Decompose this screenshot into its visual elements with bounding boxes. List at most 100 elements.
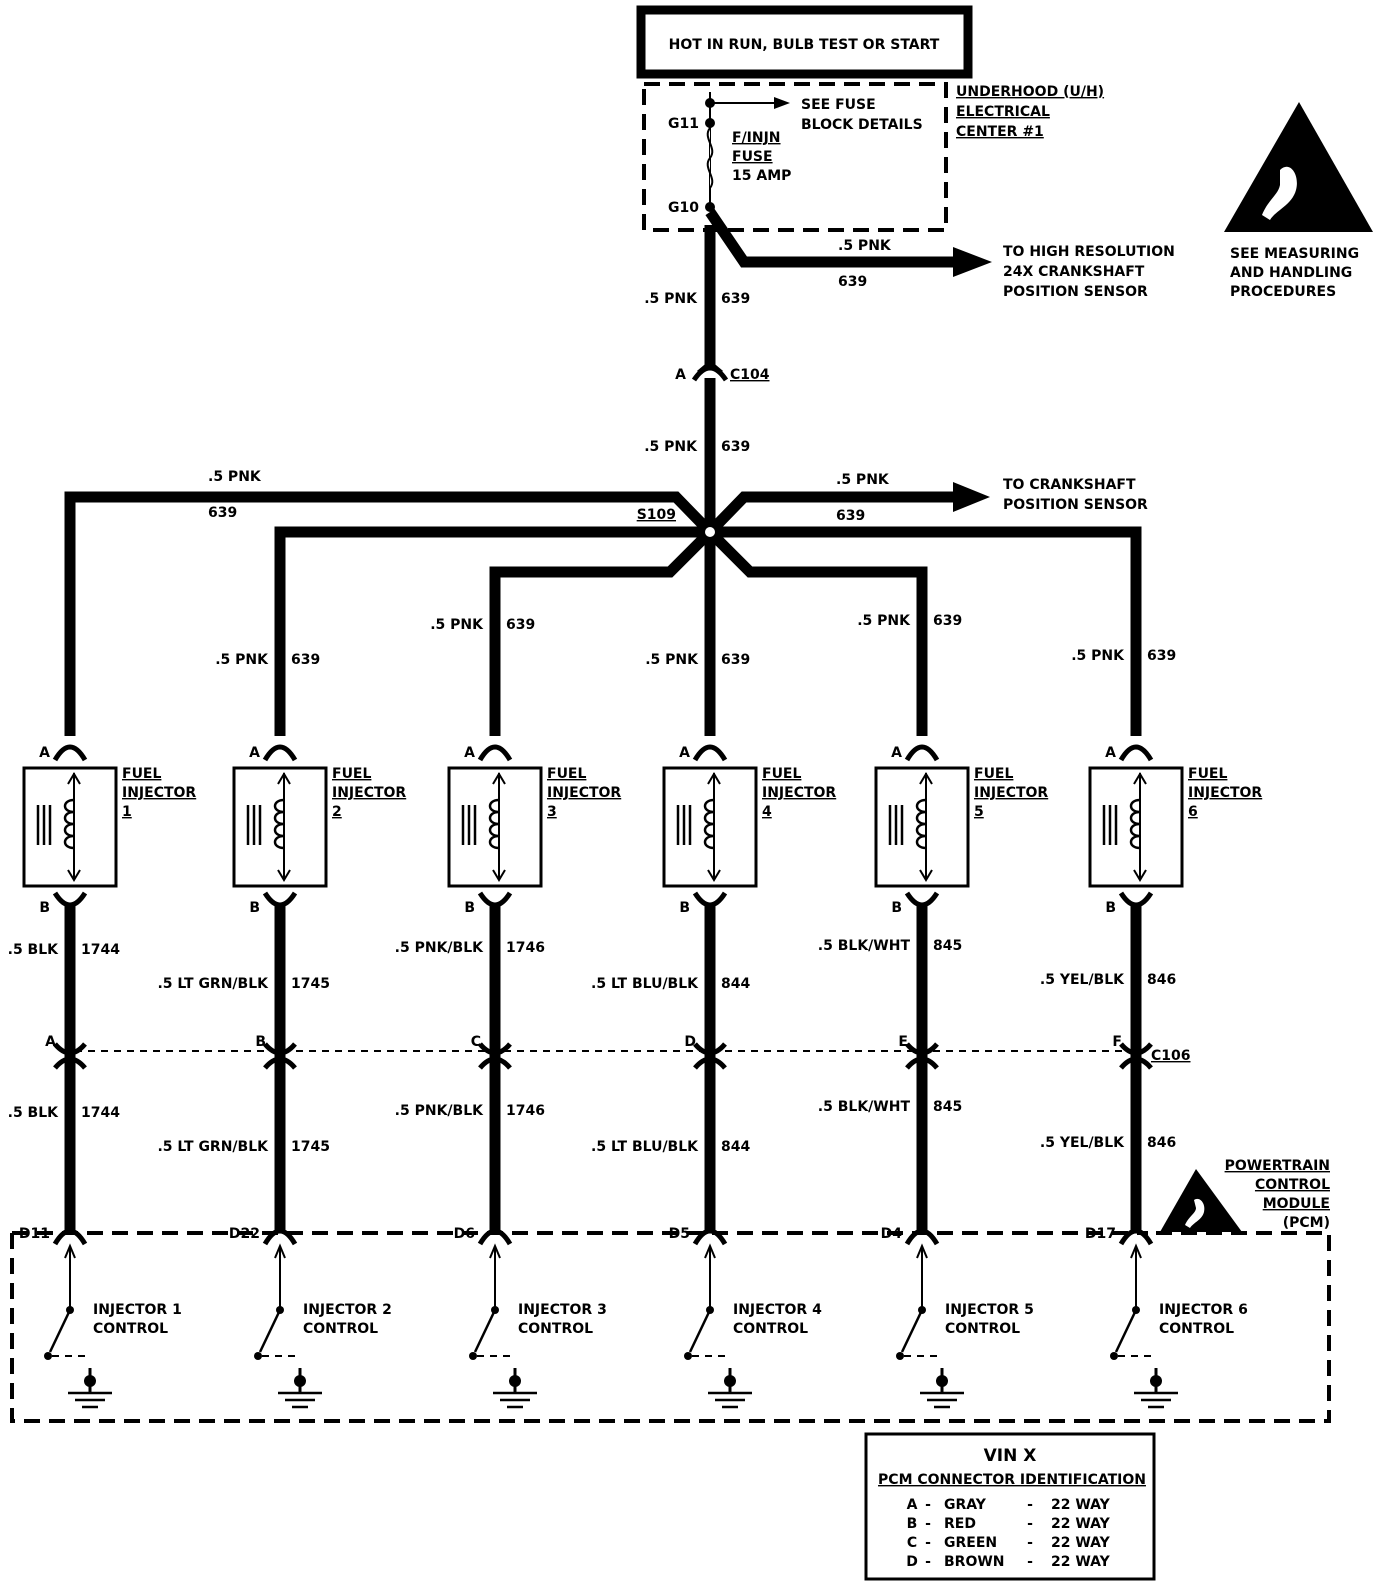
ckp-destination-line1: TO CRANKSHAFT <box>1003 477 1136 493</box>
injector-2-pcm-pin-connector-icon <box>262 1228 298 1246</box>
injector-5-pcm-color: .5 BLK/WHT <box>818 1099 911 1115</box>
injector-6-coil-icon <box>1129 798 1141 850</box>
injector-3-arrow-bottom-icon <box>492 869 506 882</box>
vin-row-separator: - <box>925 1535 931 1551</box>
injector-4-pcm-color: .5 LT BLU/BLK <box>591 1139 699 1155</box>
injector-2-pin-a-label: A <box>249 745 260 761</box>
pin-g10-dot <box>705 202 715 212</box>
injector-4-label-line1: FUEL <box>762 766 801 782</box>
injector-4-pin-a-label: A <box>679 745 690 761</box>
main-feed-upper-color: .5 PNK <box>644 291 698 307</box>
injector-4-arrow-top-icon <box>707 772 721 785</box>
injector-1-pcm-pin-label: D11 <box>19 1226 50 1242</box>
injector-3-switch-contact <box>469 1352 477 1360</box>
injector-2-control-circuit: 1745 <box>291 976 330 992</box>
injector-6-feed-color: .5 PNK <box>1071 648 1125 664</box>
injector-6-switch-blade-icon <box>1114 1309 1138 1353</box>
pcm-title-line1: POWERTRAIN <box>1225 1158 1330 1174</box>
injector-1-label-line3: 1 <box>122 804 132 820</box>
vin-row-code: C <box>907 1535 917 1551</box>
injector-4-c106-connector-icon <box>693 1042 727 1056</box>
injector-1-switch-blade-icon <box>48 1309 72 1353</box>
hires-wire-color: .5 PNK <box>838 238 892 254</box>
main-feed: .5 PNK 639 A C104 .5 PNK 639 <box>644 225 770 522</box>
injector-6-label-line1: FUEL <box>1188 766 1227 782</box>
injector-1-pin-b-label: B <box>39 900 50 916</box>
pcm-module: POWERTRAIN CONTROL MODULE (PCM) <box>10 1158 1331 1423</box>
injector-2-control-label-line1: INJECTOR 2 <box>303 1302 392 1318</box>
injector-2-switch-blade-icon <box>258 1309 282 1353</box>
vin-table-row: B-RED-22 WAY <box>907 1516 1111 1532</box>
injector-5-c106-pin: E <box>898 1034 908 1050</box>
vin-row-ways: 22 WAY <box>1051 1516 1111 1532</box>
injector-4-control-label-line1: INJECTOR 4 <box>733 1302 822 1318</box>
main-feed-lower-circuit: 639 <box>721 439 750 455</box>
header-box-text: HOT IN RUN, BULB TEST OR START <box>669 37 940 53</box>
injector-4-c106-connector-lower-icon <box>693 1056 727 1070</box>
injector-5-feed-circuit: 639 <box>933 613 962 629</box>
injector-5-pcm-circuit: 845 <box>933 1099 962 1115</box>
fuse-block-outline <box>642 82 948 232</box>
injector-4-label-line2: INJECTOR <box>762 785 836 801</box>
see-fuse-text2: BLOCK DETAILS <box>801 117 923 133</box>
vin-row-color: GREEN <box>944 1535 997 1551</box>
injector-4-switch-arrow-icon <box>704 1243 716 1259</box>
injector-1-control-label-line2: CONTROL <box>93 1321 168 1337</box>
fuse-element-icon <box>706 127 714 205</box>
injector-3-label-line3: 3 <box>547 804 557 820</box>
injector-2-coil-icon <box>273 798 285 850</box>
injector-5-label-line2: INJECTOR <box>974 785 1048 801</box>
injector-6-arrow-top-icon <box>1133 772 1147 785</box>
fuse-name-line1: F/INJN <box>732 130 781 146</box>
c104-pin-label: A <box>675 367 686 383</box>
ckp-destination-line2: POSITION SENSOR <box>1003 497 1148 513</box>
vin-row-code: B <box>907 1516 918 1532</box>
injector-5-pin-b-label: B <box>891 900 902 916</box>
fuse-block-title-line2: ELECTRICAL <box>956 104 1050 120</box>
injector-3-pin-a-label: A <box>464 745 475 761</box>
injector-3-control-label-line1: INJECTOR 3 <box>518 1302 607 1318</box>
injector-4-pin-b-label: B <box>679 900 690 916</box>
injector-2-pin-a-connector-icon <box>262 744 298 762</box>
pcm-title-line3: MODULE <box>1263 1196 1330 1212</box>
injector-1-pin-a-connector-icon <box>52 744 88 762</box>
hires-wire-circuit: 639 <box>838 274 867 290</box>
injector-2-pin-b-connector-icon <box>262 891 298 908</box>
injector-5-switch-blade-icon <box>900 1309 924 1353</box>
injector-5-control-label-line1: INJECTOR 5 <box>945 1302 1034 1318</box>
injector-1-control-circuit: 1744 <box>81 942 120 958</box>
injector-5-label-line1: FUEL <box>974 766 1013 782</box>
injector-3-c106-pin: C <box>471 1034 481 1050</box>
pin-g11-label: G11 <box>668 116 699 132</box>
injector-1-control-label-line1: INJECTOR 1 <box>93 1302 182 1318</box>
injector-3-box <box>447 766 543 888</box>
injector-5-control-label-line2: CONTROL <box>945 1321 1020 1337</box>
splice-left-top-color: .5 PNK <box>208 469 262 485</box>
injector-4-box <box>662 766 758 888</box>
injector-5-arrow-top-icon <box>919 772 933 785</box>
injector-2-arrow-bottom-icon <box>277 869 291 882</box>
injector-6-pcm-pin-connector-icon <box>1118 1228 1154 1246</box>
injector-6-pcm-color: .5 YEL/BLK <box>1040 1135 1125 1151</box>
vin-row-code: D <box>906 1554 918 1570</box>
ckp-wire-circuit: 639 <box>836 508 865 524</box>
vin-row-code: A <box>907 1497 918 1513</box>
power-source-header: HOT IN RUN, BULB TEST OR START <box>636 5 973 79</box>
injector-2-control-color: .5 LT GRN/BLK <box>157 976 269 992</box>
injector-1-arrow-bottom-icon <box>67 869 81 882</box>
injector-3-pin-b-label: B <box>464 900 475 916</box>
injector-6-c106-connector-lower-icon <box>1119 1056 1153 1070</box>
splice-left-top-circuit: 639 <box>208 505 237 521</box>
vin-row-separator-2: - <box>1027 1516 1033 1532</box>
injector-3-pcm-color: .5 PNK/BLK <box>395 1103 484 1119</box>
hires-branch-wire <box>705 208 955 268</box>
injector-6-pin-a-label: A <box>1105 745 1116 761</box>
esd-warning: SEE MEASURING AND HANDLING PROCEDURES <box>1224 102 1373 300</box>
injector-3-label-line2: INJECTOR <box>547 785 621 801</box>
fuse-block-title-line3: CENTER #1 <box>956 124 1044 140</box>
pcm-esd-hand-icon <box>1185 1198 1205 1228</box>
injector-5-c106-connector-lower-icon <box>905 1056 939 1070</box>
